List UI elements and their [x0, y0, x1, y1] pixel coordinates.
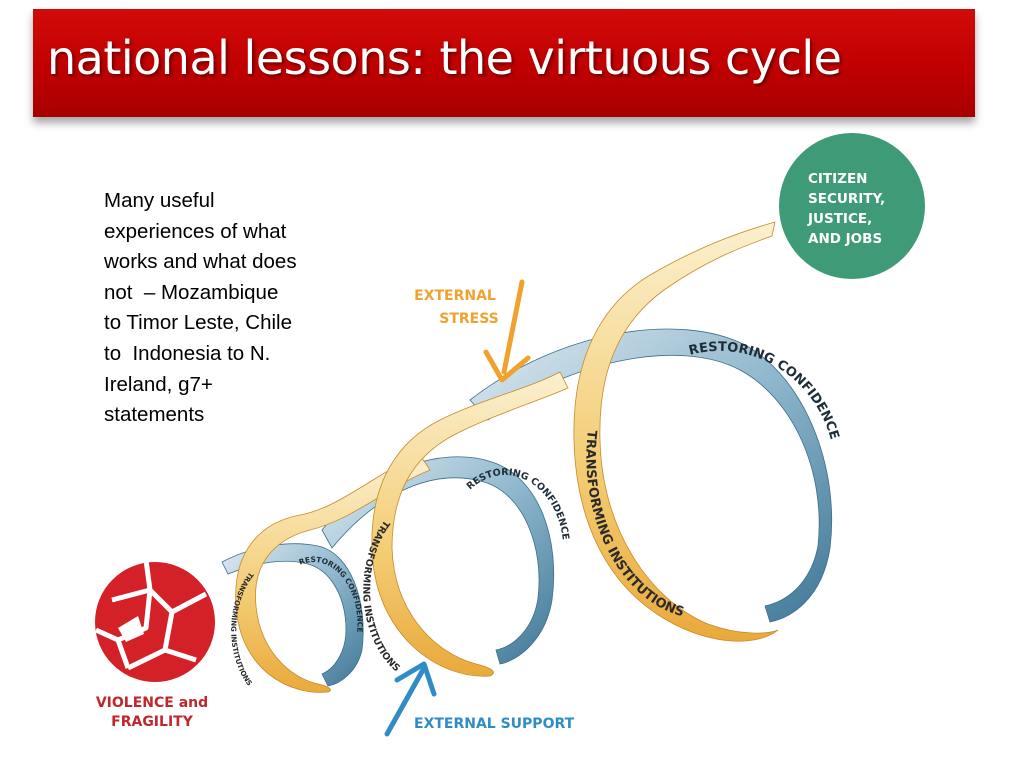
body-line: not – Mozambique — [104, 280, 279, 304]
citizen-label-line-4: AND JOBS — [808, 231, 882, 247]
back-ribbon — [221, 543, 364, 687]
body-line: Ireland, g7+ — [104, 372, 213, 396]
front-ribbon — [371, 371, 569, 677]
external-stress-label-line-2: STRESS — [439, 311, 499, 327]
body-line: experiences of what — [104, 219, 287, 243]
loop-label: RESTORING CONFIDENCE — [687, 340, 841, 442]
body-line: works and what does — [104, 250, 297, 274]
violence-fragility-icon — [94, 559, 215, 682]
front-ribbon — [573, 221, 779, 642]
body-line: Many useful — [104, 189, 215, 212]
slide-title: national lessons: the virtuous cycle — [47, 31, 842, 85]
citizen-security-circle: CITIZEN SECURITY, JUSTICE, AND JOBS — [779, 133, 925, 279]
back-ribbon — [321, 456, 555, 665]
violence-label-line-1: VIOLENCE and — [96, 695, 208, 711]
body-line: to Timor Leste, Chile — [104, 311, 292, 335]
citizen-label-line-1: CITIZEN — [808, 171, 867, 187]
body-line: to Indonesia to N. — [104, 341, 271, 365]
citizen-label-line-2: SECURITY, — [808, 191, 885, 207]
external-stress-arrow — [483, 279, 531, 383]
title-bar: national lessons: the virtuous cycle — [33, 9, 975, 117]
back-ribbon — [469, 328, 833, 623]
body-line: statements — [104, 403, 205, 427]
external-support-arrow — [384, 661, 437, 737]
citizen-label-line-3: JUSTICE, — [807, 211, 872, 227]
loop-3-back-label: RESTORING CONFIDENCE — [687, 340, 841, 442]
external-stress-label-line-1: EXTERNAL — [414, 288, 496, 304]
external-support-label: EXTERNAL SUPPORT — [414, 716, 575, 732]
violence-label-line-2: FRAGILITY — [111, 714, 194, 730]
body-text: Many useful experiences of what works an… — [104, 186, 344, 431]
front-ribbon — [235, 454, 431, 693]
